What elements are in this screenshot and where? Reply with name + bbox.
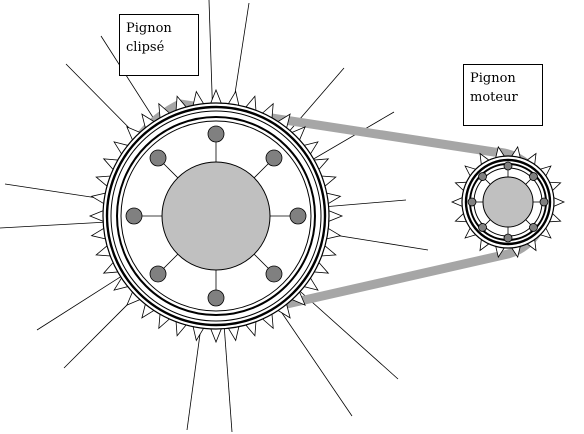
large-sprocket-bolt	[207, 289, 225, 307]
large-sprocket-rim-inner	[120, 120, 312, 312]
label-pignon-clipse-line1: Pignon	[126, 21, 172, 36]
small-sprocket-bolt	[478, 223, 487, 232]
large-sprocket-chain-ring	[105, 105, 327, 327]
large-sprocket-bolt	[289, 207, 307, 225]
large-sprocket-rim-ring	[116, 116, 316, 316]
label-pignon-clipse-line2: clipsé	[126, 40, 165, 55]
large-sprocket	[88, 88, 344, 344]
small-sprocket-bolt	[467, 197, 477, 207]
large-sprocket-hub	[161, 161, 271, 271]
large-sprocket-bolt	[125, 207, 143, 225]
label-pignon-moteur-line1: Pignon	[470, 71, 516, 86]
small-sprocket-chain-ring	[464, 158, 552, 246]
large-sprocket-bolt	[149, 149, 167, 167]
label-pignon-moteur-line2: moteur	[470, 90, 518, 105]
label-pignon-moteur: Pignon moteur	[463, 64, 543, 126]
small-sprocket-bolt	[503, 161, 513, 171]
large-sprocket-bolt	[207, 125, 225, 143]
small-sprocket-bolt	[478, 172, 487, 181]
small-sprocket-hub	[482, 176, 534, 228]
large-sprocket-bolt	[265, 265, 283, 283]
small-sprocket-bolt	[503, 233, 513, 243]
small-sprocket	[450, 145, 566, 259]
large-sprocket-inner-ring	[110, 110, 322, 322]
large-sprocket-bolt	[265, 149, 283, 167]
label-pignon-clipse: Pignon clipsé	[119, 14, 199, 76]
small-sprocket-bolt	[539, 197, 549, 207]
small-sprocket-bolt	[529, 223, 538, 232]
small-sprocket-bolt	[529, 172, 538, 181]
large-sprocket-bolt	[149, 265, 167, 283]
